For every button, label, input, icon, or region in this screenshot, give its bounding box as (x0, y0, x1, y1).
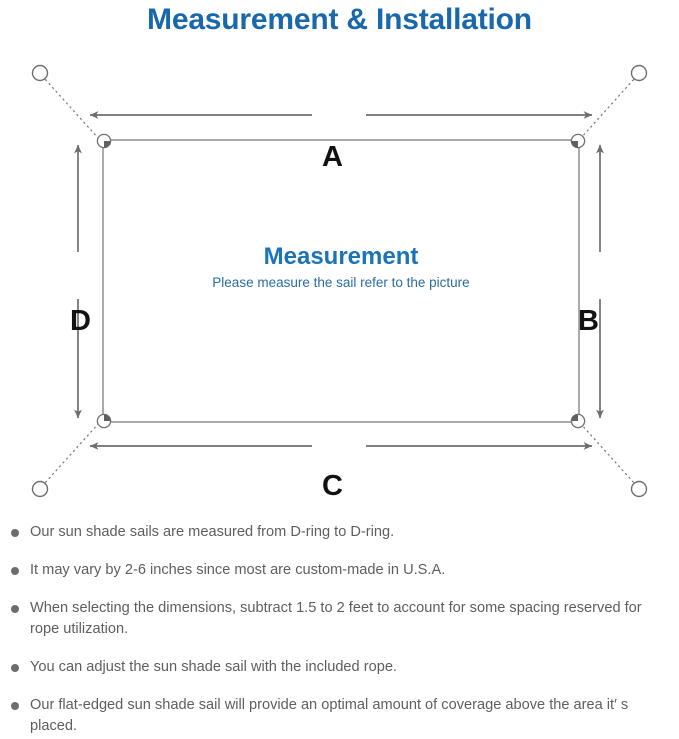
note-text: Our sun shade sails are measured from D-… (30, 524, 395, 540)
rope-line-top-right (579, 77, 636, 140)
d-ring-bottom-left (96, 413, 112, 429)
note-text: It may vary by 2-6 inches since most are… (30, 562, 446, 578)
note-text: Our flat-edged sun shade sail will provi… (30, 697, 629, 734)
shade-sail-body (102, 139, 580, 423)
note-text: When selecting the dimensions, subtract … (30, 600, 642, 637)
dimension-label-c: C (322, 470, 343, 502)
rope-lines (43, 77, 636, 485)
page-title: Measurement & Installation (147, 3, 532, 36)
anchor-point-top-left (31, 64, 49, 82)
measurement-diagram: A B C D Measurement Please measure the s… (0, 46, 679, 516)
bullet-icon (11, 702, 19, 710)
list-item: When selecting the dimensions, subtract … (0, 598, 679, 640)
bullet-icon (11, 664, 19, 672)
list-item: Our flat-edged sun shade sail will provi… (0, 695, 679, 737)
diagram-svg (31, 64, 648, 498)
d-rings (96, 133, 586, 429)
list-item: You can adjust the sun shade sail with t… (0, 657, 679, 678)
rope-line-bottom-right (579, 422, 636, 485)
d-ring-bottom-right (570, 413, 586, 429)
rope-line-top-left (43, 77, 100, 140)
anchor-point-bottom-left (31, 480, 49, 498)
rope-line-bottom-left (43, 422, 100, 485)
list-item: Our sun shade sails are measured from D-… (0, 522, 679, 543)
d-ring-top-left (96, 133, 112, 149)
d-ring-top-right (570, 133, 586, 149)
bullet-icon (11, 567, 19, 575)
bullet-icon (11, 605, 19, 613)
list-item: It may vary by 2-6 inches since most are… (0, 560, 679, 581)
anchor-point-bottom-right (630, 480, 648, 498)
dimension-label-a: A (322, 141, 343, 173)
notes-list: Our sun shade sails are measured from D-… (0, 522, 679, 737)
anchor-point-top-right (630, 64, 648, 82)
anchor-points (31, 64, 648, 498)
bullet-icon (11, 529, 19, 537)
note-text: You can adjust the sun shade sail with t… (30, 659, 397, 675)
dimension-label-b: B (578, 305, 599, 337)
dimension-label-d: D (70, 305, 91, 337)
